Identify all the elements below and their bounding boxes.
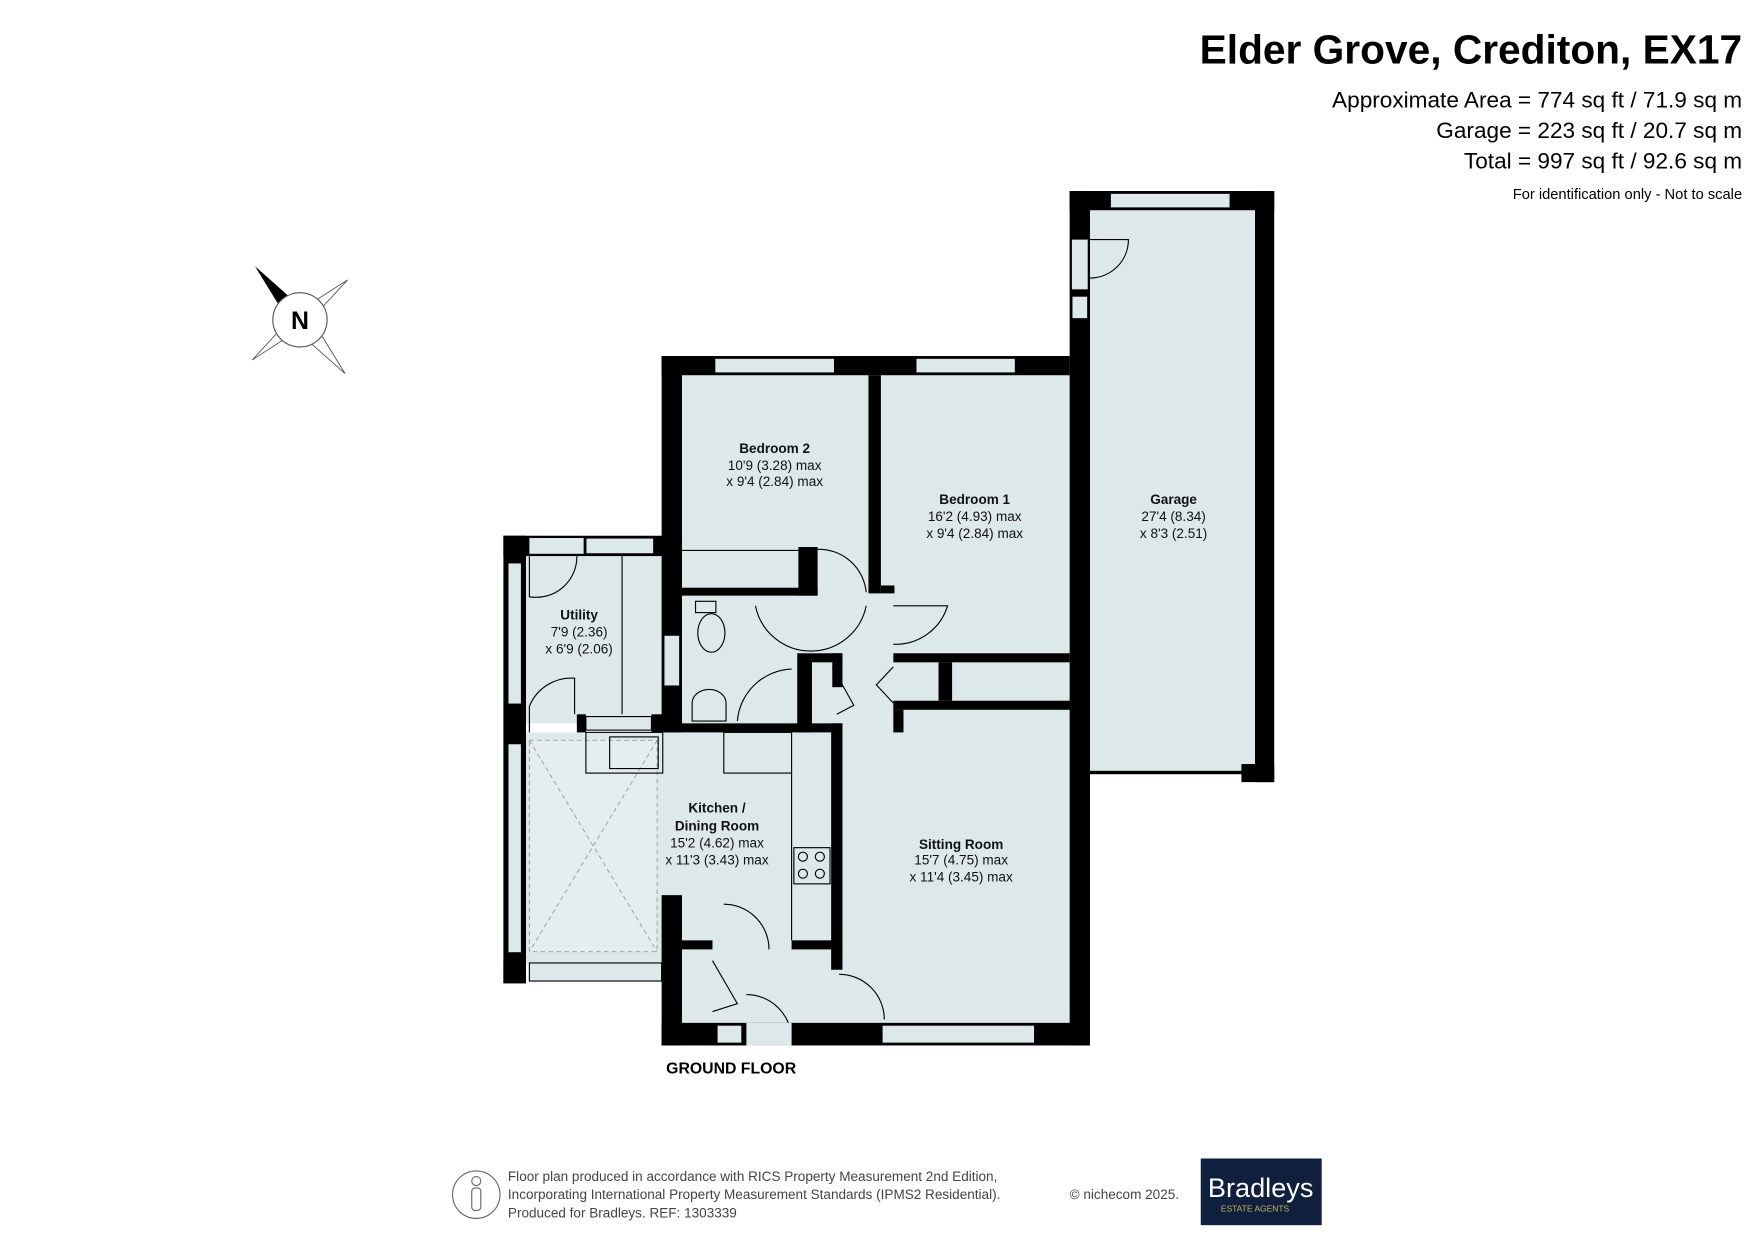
svg-text:x 9'4 (2.84) max: x 9'4 (2.84) max — [726, 474, 823, 489]
svg-text:10'9 (3.28) max: 10'9 (3.28) max — [728, 458, 822, 473]
svg-text:Dining Room: Dining Room — [675, 819, 759, 834]
svg-text:x 6'9 (2.06): x 6'9 (2.06) — [545, 641, 612, 656]
room-sitting-room: Sitting Room 15'7 (4.75) max x 11'4 (3.4… — [910, 837, 1013, 885]
svg-text:x 11'4 (3.45) max: x 11'4 (3.45) max — [910, 870, 1013, 885]
room-utility: Utility 7'9 (2.36) x 6'9 (2.06) — [545, 607, 612, 656]
floor-label: GROUND FLOOR — [666, 1061, 797, 1078]
svg-text:Bedroom 1: Bedroom 1 — [939, 492, 1010, 507]
svg-text:x 9'4 (2.84) max: x 9'4 (2.84) max — [926, 526, 1023, 541]
svg-text:Sitting Room: Sitting Room — [919, 837, 1003, 852]
svg-text:x 11'3 (3.43) max: x 11'3 (3.43) max — [665, 853, 768, 868]
svg-text:ESTATE AGENTS: ESTATE AGENTS — [1221, 1204, 1290, 1214]
room-bedroom-1: Bedroom 1 16'2 (4.93) max x 9'4 (2.84) m… — [926, 492, 1023, 541]
total-area: Total = 997 sq ft / 92.6 sq m — [1464, 148, 1742, 173]
garage-area: Garage = 223 sq ft / 20.7 sq m — [1436, 118, 1742, 143]
disclaimer: For identification only - Not to scale — [1513, 187, 1742, 203]
svg-text:15'2 (4.62) max: 15'2 (4.62) max — [670, 836, 764, 851]
approx-area: Approximate Area = 774 sq ft / 71.9 sq m — [1332, 87, 1742, 112]
room-bedroom-2: Bedroom 2 10'9 (3.28) max x 9'4 (2.84) m… — [726, 441, 823, 489]
svg-text:x 8'3 (2.51): x 8'3 (2.51) — [1140, 526, 1207, 541]
svg-text:15'7 (4.75) max: 15'7 (4.75) max — [914, 853, 1008, 868]
footer-line-2: Incorporating International Property Mea… — [508, 1187, 1000, 1202]
footer-line-1: Floor plan produced in accordance with R… — [508, 1169, 997, 1184]
compass-icon: N — [251, 266, 348, 374]
svg-text:N: N — [291, 307, 309, 335]
copyright: © nichecom 2025. — [1070, 1187, 1179, 1202]
svg-text:Utility: Utility — [560, 607, 598, 622]
svg-text:16'2 (4.93) max: 16'2 (4.93) max — [928, 509, 1022, 524]
svg-text:Bedroom 2: Bedroom 2 — [739, 441, 810, 456]
svg-text:27'4 (8.34): 27'4 (8.34) — [1141, 509, 1205, 524]
walls — [503, 191, 1275, 1046]
footer-line-3: Produced for Bradleys. REF: 1303339 — [508, 1205, 737, 1220]
rics-person-icon — [451, 1170, 501, 1219]
property-title: Elder Grove, Crediton, EX17 — [1200, 26, 1742, 72]
room-garage: Garage 27'4 (8.34) x 8'3 (2.51) — [1140, 492, 1207, 541]
svg-text:Kitchen /: Kitchen / — [688, 801, 745, 816]
svg-text:Bradleys: Bradleys — [1208, 1172, 1313, 1203]
svg-text:7'9 (2.36): 7'9 (2.36) — [551, 624, 608, 639]
room-kitchen-dining: Kitchen / Dining Room 15'2 (4.62) max x … — [665, 801, 768, 868]
svg-text:Garage: Garage — [1150, 492, 1197, 507]
bradleys-logo: Bradleys ESTATE AGENTS — [1200, 1158, 1322, 1226]
room-fills — [523, 210, 1255, 1027]
